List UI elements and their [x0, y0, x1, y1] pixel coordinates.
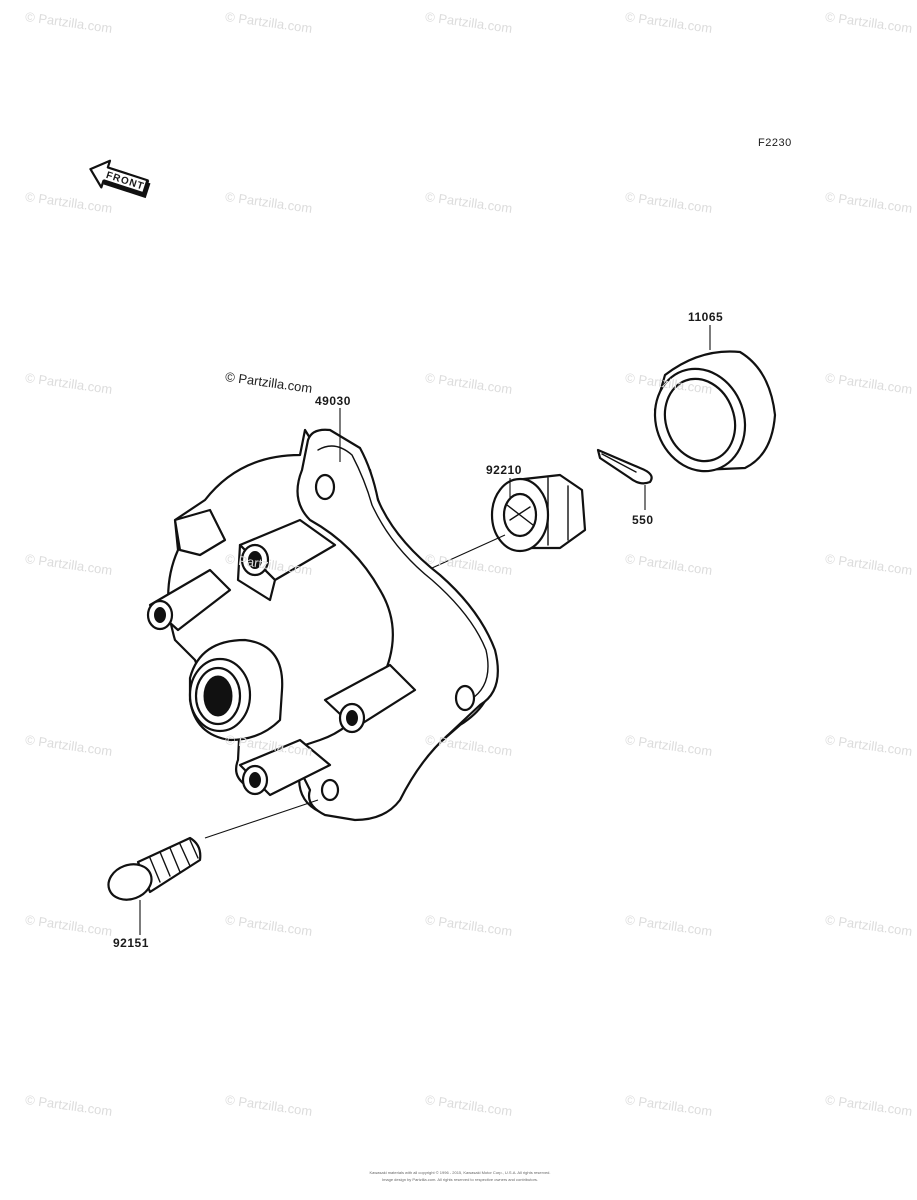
part-number-11065: 11065 [688, 310, 724, 324]
part-number-49030: 49030 [315, 394, 351, 408]
part-number-550: 550 [632, 513, 654, 527]
cotter-pin-550 [596, 448, 653, 485]
diagram-code: F2230 [758, 137, 792, 149]
part-number-92151: 92151 [113, 936, 149, 950]
footer-credit: Image design by Partzilla.com. All right… [381, 1177, 539, 1182]
line-hub-nut [431, 534, 506, 569]
footer-copyright: Kawasaki materials with all copyright © … [369, 1170, 551, 1175]
line-hub-bolt [204, 799, 319, 839]
front-arrow-icon [89, 159, 151, 199]
sleeve-11065 [653, 350, 777, 473]
nut-92210 [490, 473, 587, 553]
part-number-92210: 92210 [486, 463, 522, 477]
bolt-92151 [107, 836, 202, 901]
hub-49030 [146, 428, 499, 822]
